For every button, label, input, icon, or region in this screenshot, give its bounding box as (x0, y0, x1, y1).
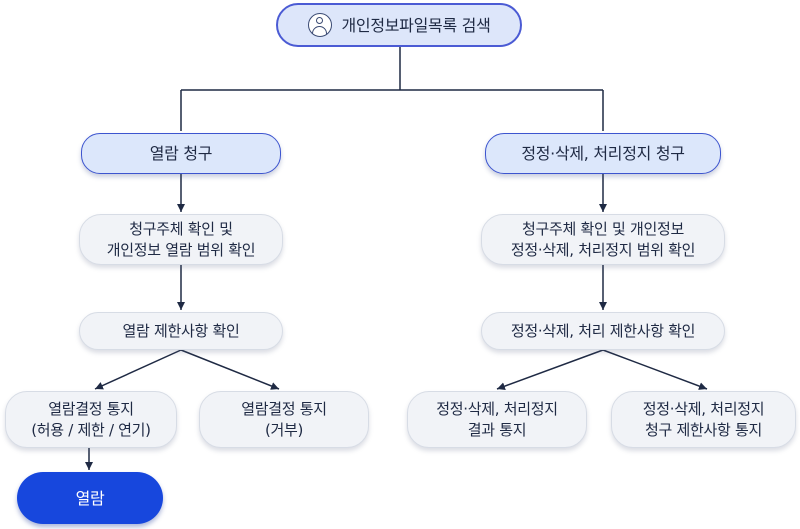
correct-result-line-1: 정정·삭제, 처리정지 (436, 399, 558, 418)
view-notice-denied-line-1: 열람결정 통지 (241, 399, 327, 418)
arrow-view-restriction-to-allowed (94, 349, 182, 390)
correct-request-label: 정정·삭제, 처리정지 청구 (521, 144, 685, 163)
view-verify-line-1: 청구주체 확인 및 (129, 219, 233, 238)
view-notice-allowed-node: 열람결정 통지 (허용 / 제한 / 연기) (5, 391, 177, 448)
view-final-node: 열람 (17, 472, 163, 524)
view-request-node: 열람 청구 (81, 133, 281, 174)
view-restriction-label: 열람 제한사항 확인 (122, 321, 240, 340)
view-notice-allowed-line-2: (허용 / 제한 / 연기) (31, 420, 151, 439)
arrow-view-restriction-to-denied (180, 349, 280, 390)
root-label: 개인정보파일목록 검색 (341, 15, 491, 35)
view-restriction-node: 열람 제한사항 확인 (79, 312, 283, 350)
user-avatar-icon (307, 13, 332, 37)
view-notice-denied-line-2: (거부) (264, 420, 304, 439)
correct-result-node: 정정·삭제, 처리정지 결과 통지 (407, 391, 587, 448)
root-node: 개인정보파일목록 검색 (276, 3, 522, 47)
view-verify-line-2: 개인정보 열람 범위 확인 (106, 240, 256, 259)
correct-notice-line-2: 청구 제한사항 통지 (645, 420, 762, 439)
view-final-label: 열람 (75, 488, 105, 508)
correct-verify-node: 청구주체 확인 및 개인정보 정정·삭제, 처리정지 범위 확인 (481, 214, 725, 265)
correct-request-node: 정정·삭제, 처리정지 청구 (485, 133, 721, 174)
correct-notice-line-1: 정정·삭제, 처리정지 (642, 399, 765, 418)
correct-restriction-label: 정정·삭제, 처리 제한사항 확인 (510, 321, 696, 340)
connector-root-branch (180, 47, 604, 131)
correct-verify-line-1: 청구주체 확인 및 개인정보 (522, 219, 684, 238)
view-notice-denied-node: 열람결정 통지 (거부) (199, 391, 369, 448)
arrow-correct-restriction-to-notice (602, 349, 708, 390)
correct-verify-line-2: 정정·삭제, 처리정지 범위 확인 (510, 240, 696, 259)
arrow-correct-restriction-to-result (496, 349, 604, 390)
view-request-label: 열람 청구 (149, 144, 213, 163)
view-verify-node: 청구주체 확인 및 개인정보 열람 범위 확인 (79, 214, 283, 265)
correct-restriction-node: 정정·삭제, 처리 제한사항 확인 (481, 312, 725, 350)
correct-result-line-2: 결과 통지 (467, 420, 527, 439)
correct-notice-node: 정정·삭제, 처리정지 청구 제한사항 통지 (611, 391, 796, 448)
view-notice-allowed-line-1: 열람결정 통지 (48, 399, 134, 418)
